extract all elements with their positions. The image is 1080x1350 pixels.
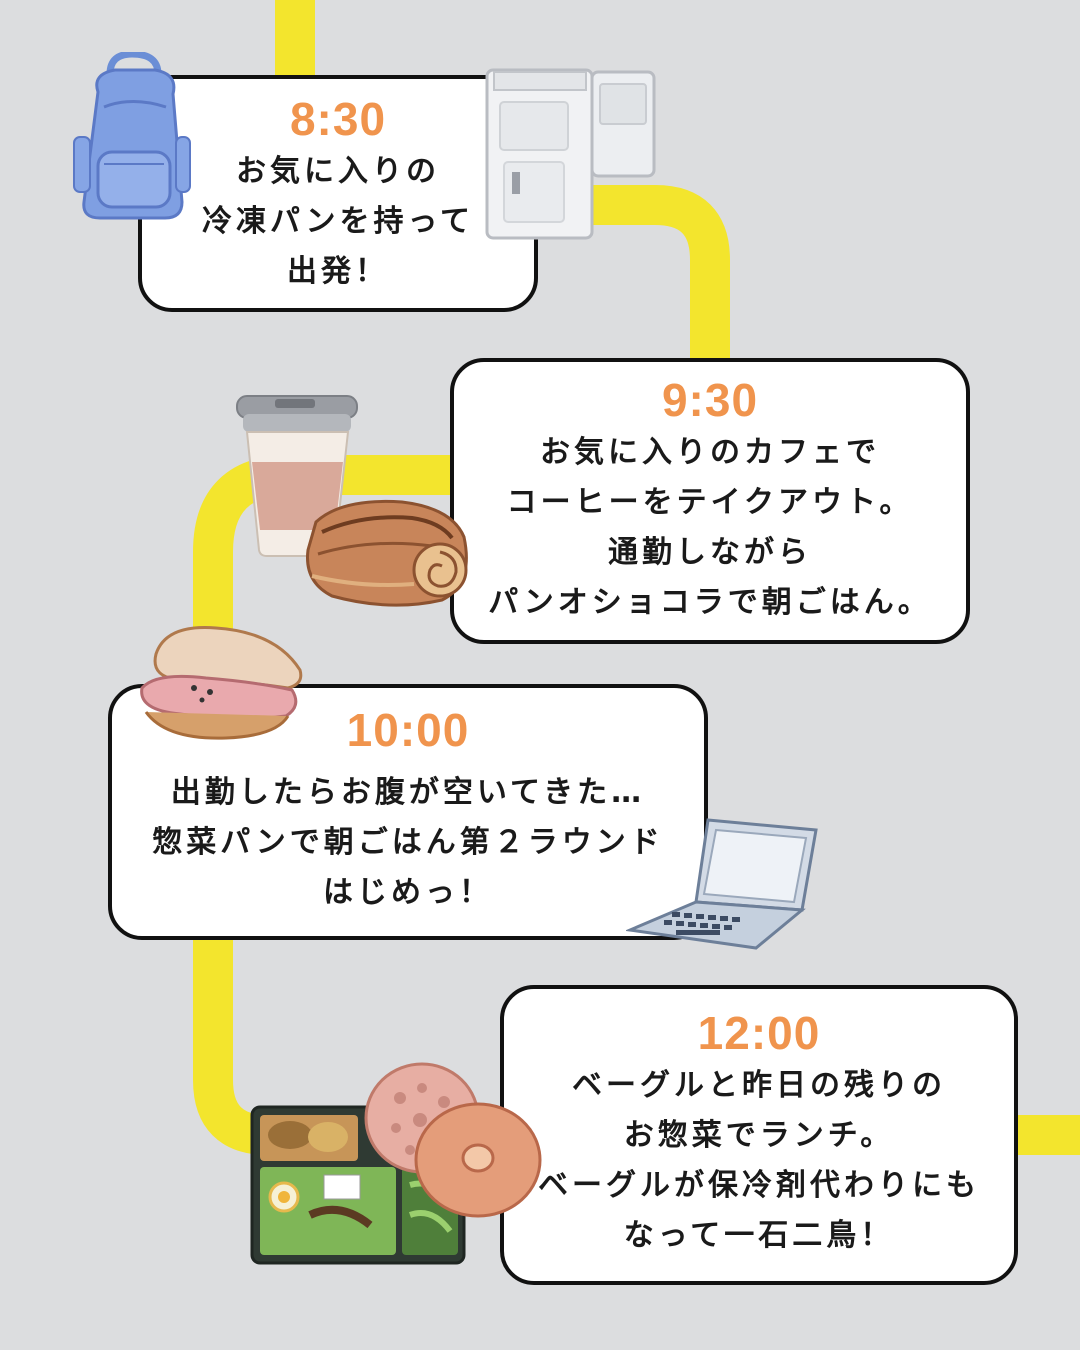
card-text-line: はじめっ！ — [323, 875, 493, 910]
card-text-line: 出勤したらお腹が空いてきた… — [170, 775, 646, 810]
pain-au-chocolat-icon — [306, 499, 468, 607]
card-text-line: 惣菜パンで朝ごはん第２ラウンド — [152, 825, 664, 860]
card-text-line: 通勤しながら — [608, 535, 812, 570]
time-label: 8:30 — [289, 93, 387, 145]
schedule-card-830: 8:30 お気に入りの 冷凍パンを持って 出発！ — [138, 75, 538, 312]
time-label: 10:00 — [346, 704, 470, 756]
schedule-card-930: 9:30 お気に入りのカフェで コーヒーをテイクアウト。 通勤しながら パンオシ… — [450, 358, 970, 644]
card-text-line: 出発！ — [287, 254, 389, 289]
laptop-icon — [626, 818, 818, 950]
bagel-icon — [364, 1062, 542, 1218]
card-text-line: コーヒーをテイクアウト。 — [506, 485, 914, 520]
backpack-icon — [73, 52, 191, 220]
schedule-card-1200: 12:00 ベーグルと昨日の残りの お惣菜でランチ。 ベーグルが保冷剤代わりにも… — [500, 985, 1018, 1285]
freezer-bag-icon — [485, 68, 656, 240]
card-text-line: ベーグルが保冷剤代わりにも — [538, 1168, 980, 1203]
card-text-line: お気に入りのカフェで — [540, 435, 880, 470]
time-label: 9:30 — [661, 374, 759, 426]
sandwich-icon — [140, 626, 303, 740]
card-text-line: パンオショコラで朝ごはん。 — [488, 585, 932, 620]
card-text-line: なって一石二鳥！ — [623, 1218, 895, 1253]
card-text-line: 冷凍パンを持って — [202, 204, 474, 239]
time-label: 12:00 — [697, 1007, 821, 1059]
card-text-line: お気に入りの — [236, 154, 440, 189]
card-text-line: ベーグルと昨日の残りの — [572, 1068, 946, 1103]
card-text-line: お惣菜でランチ。 — [623, 1118, 895, 1153]
